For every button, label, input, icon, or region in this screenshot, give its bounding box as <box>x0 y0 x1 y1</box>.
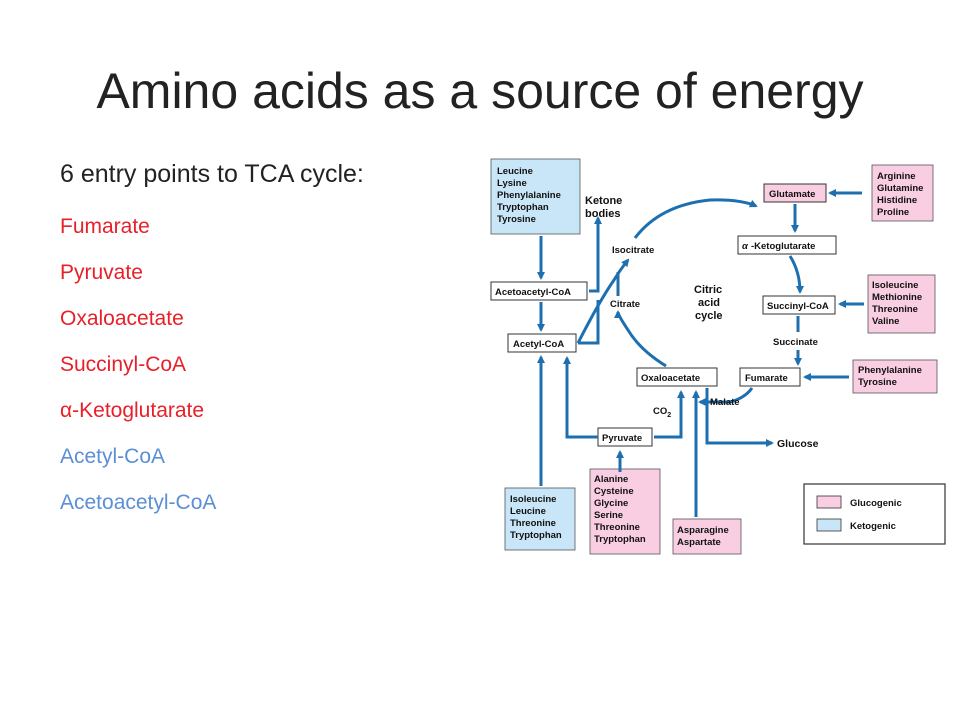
succinyl-coa-label: Succinyl-CoA <box>767 301 829 312</box>
acetyl-coa-label: Acetyl-CoA <box>513 339 564 350</box>
glutamate-box <box>763 183 827 203</box>
glucogenic-arginine-line: Histidine <box>877 195 917 206</box>
ketoglutarate-box <box>737 235 837 255</box>
glucogenic-asparagine-line: Aspartate <box>677 537 721 548</box>
fumarate-box <box>739 367 801 387</box>
glucogenic-alanine-line: Threonine <box>594 522 640 533</box>
glucogenic-isoleucine-line: Threonine <box>872 304 918 315</box>
acetyl-coa-box <box>507 333 577 353</box>
cycle-label: cycle <box>695 310 723 322</box>
ketogenic-bottom-line: Isoleucine <box>510 494 556 505</box>
ketoglutarate-label: -Ketoglutarate <box>751 241 815 252</box>
entry-point-item: Succinyl-CoA <box>60 353 187 376</box>
glucogenic-isoleucine-line: Valine <box>872 316 899 327</box>
glucogenic-alanine-line: Tryptophan <box>594 534 646 545</box>
slide-title: Amino acids as a source of energy <box>96 63 864 119</box>
ketogenic-bottom-line: Leucine <box>510 506 546 517</box>
legend-swatch-ketogenic <box>816 518 842 532</box>
succinyl-coa-box <box>762 295 836 315</box>
entry-point-item: Pyruvate <box>60 261 143 284</box>
ketogenic-top-line: Lysine <box>497 178 527 189</box>
acetoacetyl-coa-box <box>490 281 588 301</box>
entry-point-item: Acetyl-CoA <box>60 445 166 468</box>
alpha-symbol: α <box>742 241 749 252</box>
entry-point-item: Acetoacetyl-CoA <box>60 491 217 514</box>
glutamate-label: Glutamate <box>769 189 815 200</box>
legend-label-ketogenic: Ketogenic <box>850 521 896 532</box>
co2-subscript: 2 <box>667 412 671 419</box>
glucogenic-box-arginine <box>871 164 934 222</box>
malate-label: Malate <box>710 397 740 408</box>
co2-label: CO2 <box>653 406 671 419</box>
entry-point-item: α-Ketoglutarate <box>60 399 205 422</box>
ketogenic-top-line: Tryptophan <box>497 202 549 213</box>
glucogenic-box-isoleucine <box>867 274 936 334</box>
legend-label-glucogenic: Glucogenic <box>850 498 902 509</box>
ketogenic-box-top <box>490 158 581 235</box>
glucogenic-phenylalanine-line: Tyrosine <box>858 377 897 388</box>
ketogenic-bottom-line: Threonine <box>510 518 556 529</box>
pyruvate-label: Pyruvate <box>602 433 642 444</box>
glucogenic-alanine-line: Alanine <box>594 474 628 485</box>
succinate-label: Succinate <box>773 337 818 348</box>
legend-swatch-glucogenic <box>816 495 842 509</box>
glucogenic-asparagine-line: Asparagine <box>677 525 729 536</box>
glucogenic-box-phenylalanine <box>852 359 938 394</box>
glucogenic-alanine-line: Serine <box>594 510 623 521</box>
entry-point-item: Fumarate <box>60 215 150 238</box>
glucogenic-arginine-line: Proline <box>877 207 909 218</box>
glucogenic-arginine-line: Glutamine <box>877 183 923 194</box>
cycle-label: Citric <box>694 284 722 296</box>
ketogenic-box-bottom <box>504 487 576 551</box>
glucogenic-isoleucine-line: Methionine <box>872 292 922 303</box>
ketogenic-top-line: Tyrosine <box>497 214 536 225</box>
fumarate-label: Fumarate <box>745 373 788 384</box>
glucogenic-isoleucine-line: Isoleucine <box>872 280 918 291</box>
glucose-label: Glucose <box>777 438 819 450</box>
citrate-label: Citrate <box>610 299 640 310</box>
glucogenic-phenylalanine-line: Phenylalanine <box>858 365 922 376</box>
ketogenic-top-line: Leucine <box>497 166 533 177</box>
glucogenic-arginine-line: Arginine <box>877 171 916 182</box>
glucogenic-box-asparagine <box>672 518 742 555</box>
ketone-bodies-label: Ketone <box>585 195 622 207</box>
ketone-bodies-label: bodies <box>585 208 620 220</box>
pathway-arrows <box>537 189 864 517</box>
glucogenic-alanine-line: Glycine <box>594 498 628 509</box>
co2-text: CO <box>653 406 667 417</box>
glucogenic-alanine-line: Cysteine <box>594 486 634 497</box>
oxaloacetate-label: Oxaloacetate <box>641 373 700 384</box>
cycle-label: acid <box>698 297 720 309</box>
ketogenic-bottom-line: Tryptophan <box>510 530 562 541</box>
glucogenic-box-alanine <box>589 468 661 555</box>
intro-text: 6 entry points to TCA cycle: <box>60 160 364 188</box>
entry-point-list: Fumarate Pyruvate Oxaloacetate Succinyl-… <box>60 212 216 534</box>
isocitrate-label: Isocitrate <box>612 245 654 256</box>
entry-point-item: Oxaloacetate <box>60 307 184 330</box>
legend-box <box>803 483 946 545</box>
ketogenic-top-line: Phenylalanine <box>497 190 561 201</box>
acetoacetyl-coa-label: Acetoacetyl-CoA <box>495 287 571 298</box>
oxaloacetate-box <box>636 367 718 387</box>
